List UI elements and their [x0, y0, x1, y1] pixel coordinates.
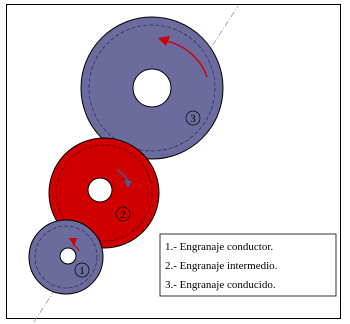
- gear-2-arrow-head: [124, 180, 132, 188]
- gear-2: 2: [48, 137, 160, 249]
- gear-3-pitch-circle: [88, 24, 216, 152]
- legend-item-3: 3.- Engranaje conducido.: [165, 279, 276, 291]
- gear-2-bore: [87, 177, 113, 203]
- gear-3-bore: [132, 68, 172, 108]
- gear-1-number: 1: [79, 265, 85, 277]
- gear-3-number-circle: [185, 110, 201, 126]
- gear-3-arrow-head: [158, 36, 170, 46]
- gear-2-number: 2: [120, 209, 126, 221]
- gear-1-pitch-circle: [34, 225, 98, 289]
- gear-1-rotation-arrow: [69, 238, 77, 246]
- gear-1-arrow-tail: [72, 244, 80, 252]
- gear-3: 3: [80, 16, 224, 160]
- gear-3-rotation-arrow: [165, 40, 208, 78]
- diagram-frame: [6, 4, 341, 319]
- legend-item-2: 2.- Engranaje intermedio.: [165, 260, 278, 272]
- gear-1-bore: [59, 247, 77, 265]
- legend: 1.- Engranaje conductor. 2.- Engranaje i…: [159, 233, 337, 297]
- gear-2-number-circle: [115, 206, 131, 222]
- legend-box: [159, 233, 337, 297]
- gear-1-number-circle: [74, 262, 90, 278]
- gear-3-number: 3: [190, 113, 196, 125]
- gear-2-pitch-circle: [55, 144, 153, 242]
- legend-item-1: 1.- Engranaje conductor.: [165, 241, 273, 253]
- gear-1: 1: [28, 219, 104, 295]
